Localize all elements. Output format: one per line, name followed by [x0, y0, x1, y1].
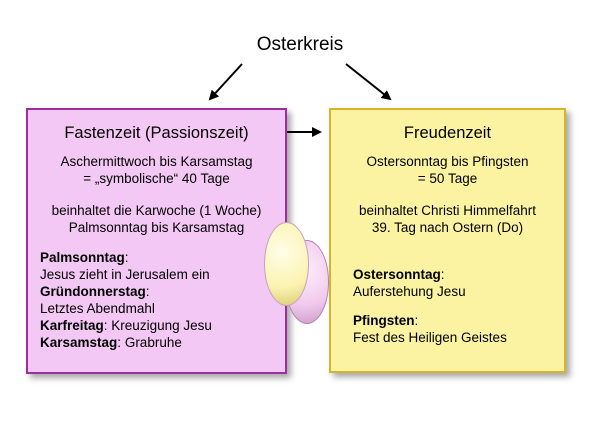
- day-name: Karsamstag: [40, 335, 118, 350]
- easter-egg-yellow-icon: [264, 222, 309, 306]
- fastenzeit-days-list: Palmsonntag: Jesus zieht in Jerusalem ei…: [28, 249, 285, 351]
- day-name: Karfreitag: [40, 318, 104, 333]
- fastenzeit-line4: Palmsonntag bis Karsamstag: [68, 220, 245, 235]
- list-item: Palmsonntag:: [40, 250, 129, 265]
- freudenzeit-line1: Ostersonntag bis Pfingsten: [366, 154, 529, 169]
- list-item: Pfingsten:: [353, 313, 419, 328]
- day-name: Ostersonntag: [353, 267, 441, 282]
- freudenzeit-days-list: Ostersonntag: Auferstehung Jesu Pfingste…: [331, 266, 564, 346]
- list-item: Karfreitag: Kreuzigung Jesu: [40, 318, 212, 333]
- freudenzeit-title: Freudenzeit: [403, 124, 492, 142]
- freudenzeit-box: Freudenzeit Ostersonntag bis Pfingsten =…: [329, 108, 566, 373]
- list-item: Auferstehung Jesu: [353, 284, 466, 299]
- day-name: Palmsonntag: [40, 250, 125, 265]
- fastenzeit-line3: beinhaltet die Karwoche (1 Woche): [51, 203, 262, 218]
- fastenzeit-title: Fastenzeit (Passionszeit): [64, 124, 249, 142]
- diagram-title: Osterkreis: [256, 34, 344, 55]
- fastenzeit-line1: Aschermittwoch bis Karsamstag: [60, 154, 253, 169]
- freudenzeit-line4: 39. Tag nach Ostern (Do): [371, 220, 524, 235]
- list-item: Jesus zieht in Jerusalem ein: [40, 267, 210, 282]
- fastenzeit-period: Aschermittwoch bis Karsamstag = „symboli…: [28, 153, 285, 187]
- arrow-to-fastenzeit: [208, 63, 243, 101]
- arrow-to-freudenzeit: [345, 63, 392, 101]
- fastenzeit-box: Fastenzeit (Passionszeit) Aschermittwoch…: [26, 108, 287, 374]
- list-item: Fest des Heiligen Geistes: [353, 330, 507, 345]
- list-item: Ostersonntag:: [353, 267, 445, 282]
- list-item: Karsamstag: Grabruhe: [40, 335, 182, 350]
- fastenzeit-line2: = „symbolische“ 40 Tage: [83, 171, 230, 186]
- freudenzeit-himmelfahrt: beinhaltet Christi Himmelfahrt 39. Tag n…: [331, 202, 564, 236]
- freudenzeit-line2: = 50 Tage: [417, 171, 478, 186]
- day-name: Gründonnerstag: [40, 284, 146, 299]
- fastenzeit-karwoche: beinhaltet die Karwoche (1 Woche) Palmso…: [28, 202, 285, 236]
- freudenzeit-line3: beinhaltet Christi Himmelfahrt: [358, 203, 537, 218]
- list-item: Gründonnerstag:: [40, 284, 150, 299]
- day-name: Pfingsten: [353, 313, 415, 328]
- freudenzeit-period: Ostersonntag bis Pfingsten = 50 Tage: [331, 153, 564, 187]
- list-item: Letztes Abendmahl: [40, 301, 155, 316]
